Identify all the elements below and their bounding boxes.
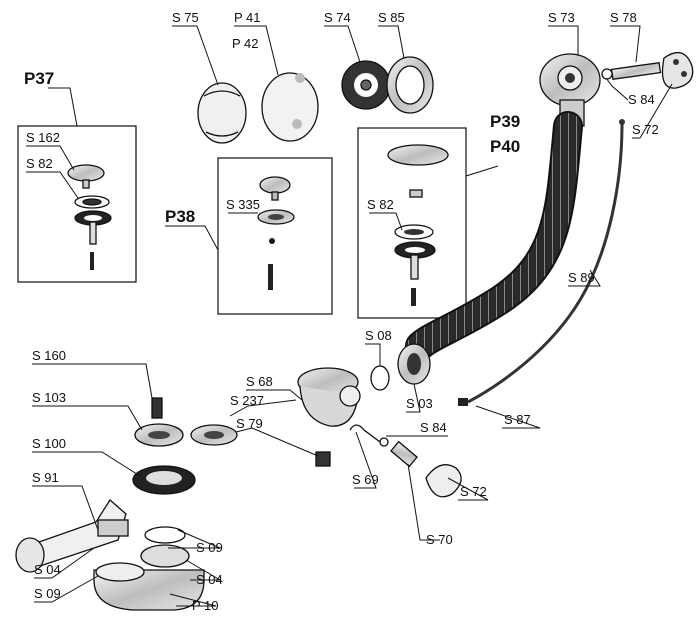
- group-label-p39: P39: [490, 112, 520, 131]
- label-s03: S 03: [406, 396, 433, 411]
- p39-parts: [387, 144, 449, 306]
- p39-cap: [387, 144, 449, 166]
- s237-ring: [190, 424, 238, 446]
- label-s70: S 70: [426, 532, 453, 547]
- p38-parts: [257, 176, 295, 290]
- p41-cover: [261, 72, 319, 142]
- label-s04-left: S 04: [34, 562, 61, 577]
- label-s73: S 73: [548, 10, 575, 25]
- p37-leader: [48, 87, 78, 127]
- p37-pin: [89, 221, 97, 245]
- p37-parts: [67, 164, 112, 270]
- s162-cap: [67, 164, 105, 182]
- group-label-p37: P37: [24, 69, 54, 88]
- p38-box: [217, 157, 333, 315]
- p39-p40-box: [357, 127, 467, 319]
- s89-cable: [467, 123, 624, 404]
- s72-plate-top: [661, 51, 694, 89]
- p38-screw: [268, 264, 273, 290]
- label-s75: S 75: [172, 10, 199, 25]
- p37-screw: [90, 252, 94, 270]
- label-s91: S 91: [32, 470, 59, 485]
- corrugated-hose: [407, 113, 581, 359]
- label-s85: S 85: [378, 10, 405, 25]
- s70-valve: [379, 437, 418, 468]
- s72-plate-bottom: [425, 464, 462, 498]
- label-s84-mid: S 84: [420, 420, 447, 435]
- label-s82-right: S 82: [367, 197, 394, 212]
- label-s72-top: S 72: [632, 122, 659, 137]
- group-label-p40: P40: [490, 137, 520, 156]
- label-s68: S 68: [246, 374, 273, 389]
- s68-trap-body: [297, 367, 361, 427]
- label-s79: S 79: [236, 416, 263, 431]
- label-s09-right: S 09: [196, 540, 223, 555]
- s73-overflow-body: [539, 53, 601, 127]
- s85-ring: [386, 56, 434, 114]
- label-s08: S 08: [365, 328, 392, 343]
- label-p10: P 10: [192, 598, 219, 613]
- s78-rod: [601, 61, 662, 81]
- p39-leader: [465, 165, 499, 177]
- label-s72-bottom: S 72: [460, 484, 487, 499]
- s162-stem: [82, 179, 90, 189]
- s100-seal: [132, 465, 196, 495]
- label-s335: S 335: [226, 197, 260, 212]
- label-s04-right: S 04: [196, 572, 223, 587]
- p38-ball: [269, 238, 275, 244]
- label-s237: S 237: [230, 393, 264, 408]
- s79-nut: [315, 451, 331, 467]
- label-s100: S 100: [32, 436, 66, 451]
- s160-screw: [151, 397, 163, 419]
- label-s162: S 162: [26, 130, 60, 145]
- label-s84-top: S 84: [628, 92, 655, 107]
- s87-cable-end: [458, 398, 468, 406]
- label-s82-left: S 82: [26, 156, 53, 171]
- label-s87: S 87: [504, 412, 531, 427]
- label-s09-left: S 09: [34, 586, 61, 601]
- s03-nut: [397, 343, 431, 385]
- label-s78: S 78: [610, 10, 637, 25]
- s103-ring: [134, 423, 184, 447]
- s69-clip: [349, 424, 381, 443]
- label-s160: S 160: [32, 348, 66, 363]
- label-p42: P 42: [232, 36, 259, 51]
- label-s89: S 89: [568, 270, 595, 285]
- s74-rosette: [341, 60, 391, 110]
- p38-knob: [259, 176, 291, 194]
- label-p41: P 41: [234, 10, 261, 25]
- s75-knob: [197, 82, 247, 144]
- p10-trap: [93, 526, 205, 611]
- label-s74: S 74: [324, 10, 351, 25]
- label-s103: S 103: [32, 390, 66, 405]
- s08-o-ring: [370, 365, 390, 391]
- label-s69: S 69: [352, 472, 379, 487]
- s91-pipe: [15, 499, 129, 573]
- group-label-p38: P38: [165, 207, 195, 226]
- leader-lines: [26, 25, 673, 607]
- p38-leader: [165, 225, 219, 251]
